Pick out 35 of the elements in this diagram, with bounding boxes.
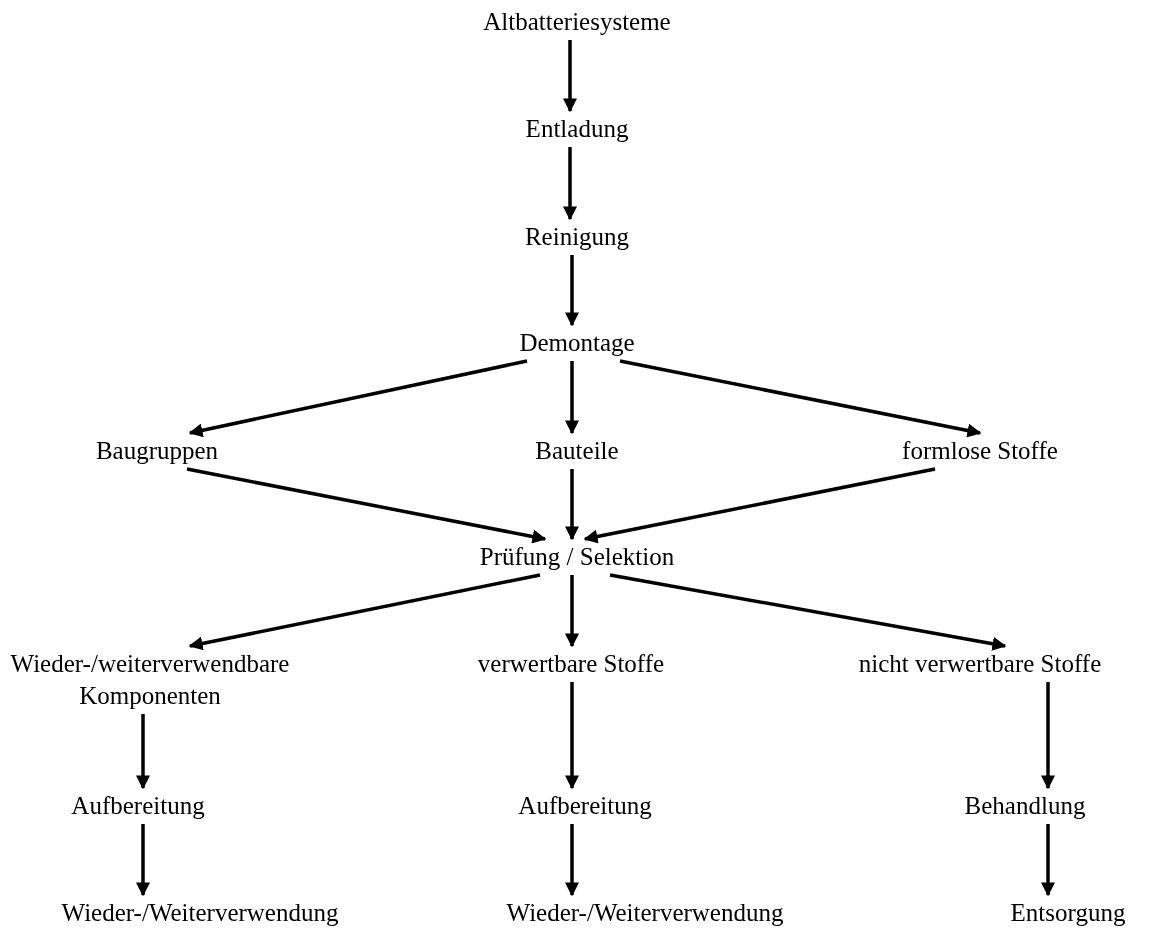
step-label: Wieder-/Weiterverwendung — [506, 897, 784, 929]
arrow — [1041, 682, 1055, 790]
arrow — [1041, 824, 1055, 897]
arrow — [583, 467, 936, 544]
arrow — [609, 573, 1007, 651]
step-label: Entladung — [525, 113, 629, 145]
arrow — [136, 714, 150, 790]
step-label: Altbatteriesysteme — [483, 6, 671, 38]
step-label: Bauteile — [535, 435, 619, 467]
arrow — [188, 359, 528, 438]
step-label: formlose Stoffe — [902, 435, 1058, 467]
arrow — [565, 255, 579, 327]
arrow — [563, 147, 577, 221]
step-label: verwertbare Stoffe — [477, 648, 665, 680]
arrow — [565, 469, 579, 541]
arrow — [188, 573, 541, 651]
step-label: Baugruppen — [95, 435, 219, 467]
step-label: Aufbereitung — [71, 790, 205, 822]
arrow — [619, 359, 982, 438]
step-label: Reinigung — [524, 221, 630, 253]
step-label: Prüfung / Selektion — [479, 541, 675, 573]
step-label: Wieder-/Weiterverwendung — [61, 897, 339, 929]
arrow — [563, 40, 577, 113]
arrow — [565, 824, 579, 897]
arrow — [565, 682, 579, 790]
arrow — [186, 467, 547, 544]
step-label: Entsorgung — [1010, 897, 1126, 929]
step-label: Behandlung — [964, 790, 1086, 822]
step-label: Demontage — [519, 327, 635, 359]
step-label: nicht verwertbare Stoffe — [858, 648, 1102, 680]
step-label: Aufbereitung — [518, 790, 652, 822]
arrow — [565, 575, 579, 648]
arrow — [136, 824, 150, 897]
arrow — [565, 361, 579, 435]
step-label: Wieder-/weiterverwendbare Komponenten — [5, 648, 295, 712]
